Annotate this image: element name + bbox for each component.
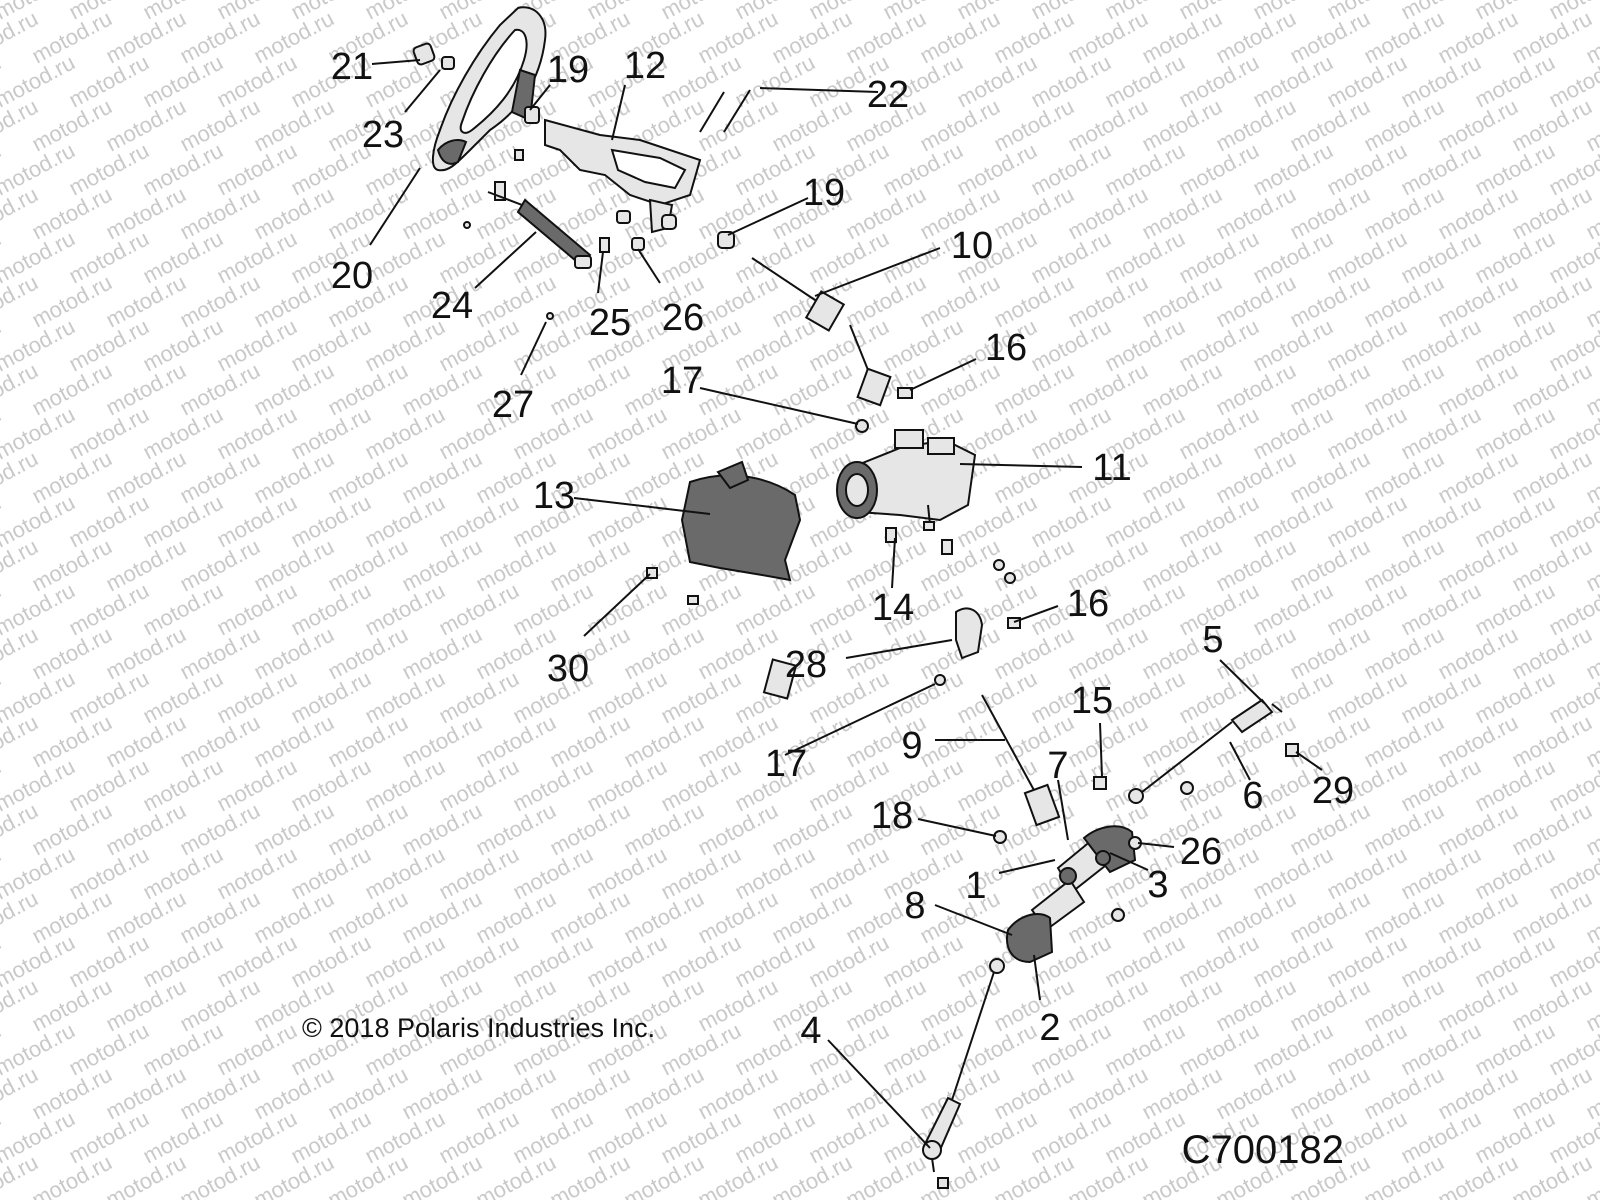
callout-3: 3: [1147, 864, 1168, 906]
callout-9: 9: [901, 725, 922, 767]
right-tie-rod-castle-nut: [1285, 743, 1299, 757]
callout-24: 24: [431, 285, 473, 327]
tilt-bracket: [514, 118, 702, 234]
rack-nut: [993, 830, 1007, 844]
left-tie-rod: [922, 958, 1005, 1173]
left-tie-rod-castle-nut: [937, 1177, 949, 1189]
callout-22: 22: [867, 74, 909, 116]
rack-mount-bolt: [1093, 776, 1107, 790]
callout-26-lower: 26: [1180, 831, 1222, 873]
leader-lines: [369, 59, 1323, 1149]
eps-nut-a: [993, 559, 1005, 571]
callout-27: 27: [492, 384, 534, 426]
parts-layer: [412, 6, 1299, 1189]
callout-8: 8: [904, 885, 925, 927]
callout-1: 1: [965, 865, 986, 907]
callout-10: 10: [951, 225, 993, 267]
callout-21: 21: [331, 46, 373, 88]
copyright-notice: © 2018 Polaris Industries Inc.: [302, 1013, 655, 1043]
pivot-nut-lower: [631, 237, 645, 251]
callout-2: 2: [1039, 1007, 1060, 1049]
callout-13: 13: [533, 475, 575, 517]
callout-6: 6: [1242, 775, 1263, 817]
strut-pin: [546, 312, 554, 320]
shaft-bolt-upper: [897, 387, 913, 399]
eps-unit: [836, 429, 977, 531]
callout-12: 12: [624, 45, 666, 87]
eps-bolt-right: [941, 539, 953, 555]
lower-bushing: [717, 231, 735, 249]
upper-steering-shaft: [751, 257, 892, 407]
eps-bolt-left: [885, 527, 897, 543]
callout-17-upper: 17: [661, 360, 703, 402]
steering-wheel: [432, 6, 547, 172]
gas-strut: [463, 181, 592, 269]
callout-19-lower: 19: [803, 172, 845, 214]
pivot-bolt: [599, 237, 610, 253]
callout-17-lower: 17: [765, 743, 807, 785]
callout-18: 18: [871, 795, 913, 837]
right-tie-rod-nut: [1180, 781, 1194, 795]
rack-grommet: [1111, 908, 1125, 922]
callout-28: 28: [785, 644, 827, 686]
shaft-nut-lower: [934, 674, 946, 686]
steering-rack: [1006, 825, 1137, 964]
callout-26-upper: 26: [662, 297, 704, 339]
callout-4: 4: [800, 1010, 821, 1052]
hub-nut: [441, 56, 455, 70]
callout-16-lower: 16: [1067, 583, 1109, 625]
pivot-nut-upper: [616, 210, 631, 224]
lower-steering-shaft: [762, 658, 1061, 827]
callout-30: 30: [547, 648, 589, 690]
callout-20: 20: [331, 255, 373, 297]
cover-screw-upper: [646, 567, 658, 579]
callout-15: 15: [1071, 680, 1113, 722]
callout-labels: 1 2 3 4 5 6 7 8 9 10 11 12 13 14 15 16 1…: [331, 45, 1354, 1052]
shaft-bolt-lower: [1007, 617, 1021, 629]
callout-29: 29: [1312, 770, 1354, 812]
upper-bushing: [524, 106, 540, 124]
callout-19-upper: 19: [547, 49, 589, 91]
eps-cover: [680, 460, 802, 582]
callout-23: 23: [362, 114, 404, 156]
bracket-bolts: [699, 89, 751, 133]
callout-7: 7: [1047, 745, 1068, 787]
callout-14: 14: [872, 587, 914, 629]
cover-screw-lower: [687, 595, 699, 605]
shaft-boot: [955, 607, 984, 660]
callout-5: 5: [1202, 619, 1223, 661]
shaft-nut-upper: [855, 419, 869, 433]
right-tie-rod: [1128, 698, 1283, 804]
callout-11: 11: [1092, 447, 1131, 489]
callout-25: 25: [589, 302, 631, 344]
figure-id: C700182: [1182, 1128, 1344, 1172]
eps-nut-b: [1004, 572, 1016, 584]
callout-16-upper: 16: [985, 327, 1027, 369]
